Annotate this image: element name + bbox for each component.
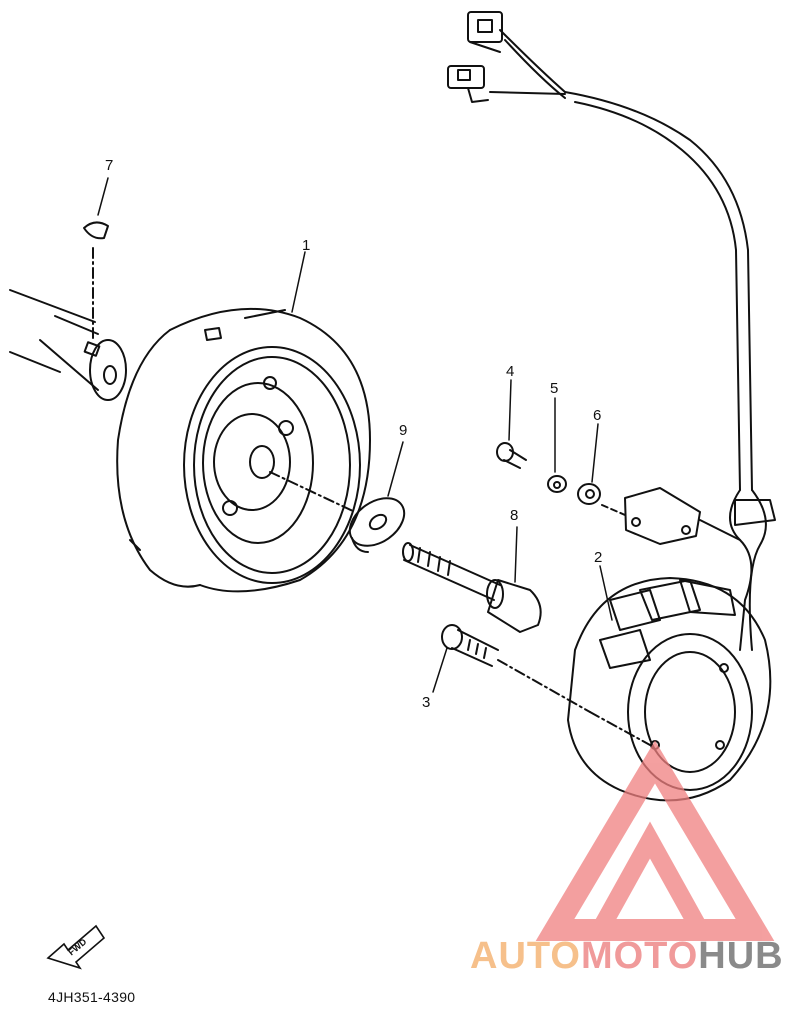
watermark-auto: AUTO	[470, 935, 581, 977]
pickup-coil	[624, 487, 741, 545]
callout-3: 3	[422, 694, 431, 711]
watermark-moto: MOTO	[580, 935, 699, 977]
screw-3	[441, 624, 591, 713]
figure-code: 4JH351-4390	[48, 989, 136, 1005]
screw-4	[496, 442, 527, 469]
wire-harness	[489, 29, 776, 651]
bolt-8	[402, 542, 542, 633]
stator-2	[567, 577, 772, 802]
woodruff-key-7	[83, 221, 109, 341]
watermark-logo	[535, 740, 775, 941]
callout-2: 2	[594, 549, 603, 566]
connector-top	[467, 11, 503, 53]
connector-middle	[447, 65, 489, 103]
leader-lines	[97, 177, 613, 693]
callout-5: 5	[550, 380, 559, 397]
lock-washer-5	[547, 475, 567, 493]
callout-9: 9	[399, 422, 408, 439]
rotor-flywheel-1	[116, 307, 371, 593]
callout-7: 7	[105, 157, 114, 174]
callout-4: 4	[506, 363, 515, 380]
callout-1: 1	[302, 237, 311, 254]
callout-6: 6	[593, 407, 602, 424]
fwd-arrow-icon: FWD	[46, 924, 106, 970]
callout-8: 8	[510, 507, 519, 524]
washer-6	[577, 483, 626, 516]
crankshaft-end	[9, 289, 127, 401]
watermark-text: AUTOMOTOHUB	[470, 935, 784, 978]
washer-9	[348, 497, 406, 553]
watermark-hub: HUB	[698, 935, 784, 977]
